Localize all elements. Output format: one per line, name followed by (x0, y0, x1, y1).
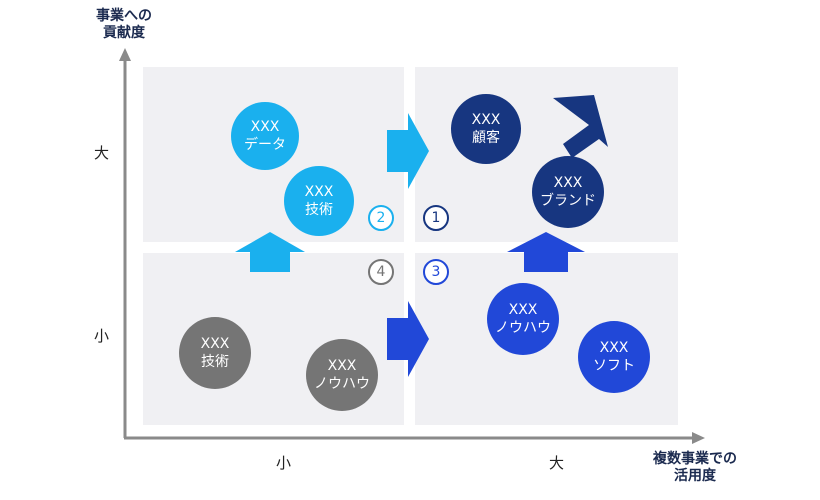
arrow-up-right-icon (507, 232, 585, 272)
circle-label-top: XXX (304, 184, 334, 200)
circle-label-top: XXX (250, 119, 280, 135)
xxx-tech-gray-circle: XXX 技術 (179, 317, 251, 389)
circle-label-bottom: ソフト (593, 358, 635, 374)
x-axis-arrowhead (692, 432, 705, 444)
arrow-right-bottom-icon (387, 301, 429, 377)
circle-label-top: XXX (471, 112, 501, 128)
circle-label-bottom: ノウハウ (495, 320, 551, 336)
arrow-up-left-icon (235, 232, 305, 272)
x-tick-high: 大 (549, 454, 565, 472)
x-tick-low: 小 (276, 454, 292, 472)
number-4-badge: 4 (368, 259, 394, 285)
circle-label-bottom: 技術 (305, 202, 333, 218)
arrow-diagonal-icon (553, 95, 608, 158)
arrow-right-top-icon (387, 113, 429, 189)
y-axis-title: 事業への 貢献度 (96, 8, 152, 41)
circle-label-bottom: 技術 (201, 354, 229, 370)
circle-label-top: XXX (553, 175, 583, 191)
xxx-knowhow-blue-circle: XXX ノウハウ (487, 283, 559, 355)
number-3-badge: 3 (423, 259, 449, 285)
xxx-customer-circle: XXX 顧客 (451, 94, 521, 164)
xxx-knowhow-gray-circle: XXX ノウハウ (306, 339, 378, 411)
circle-label-top: XXX (508, 302, 538, 318)
xxx-soft-circle: XXX ソフト (578, 321, 650, 393)
circle-label-top: XXX (200, 336, 230, 352)
x-axis-title: 複数事業での 活用度 (653, 451, 737, 484)
circle-label-top: XXX (599, 340, 629, 356)
circle-label-bottom: ブランド (540, 193, 596, 209)
xxx-data-circle: XXX データ (231, 102, 299, 170)
circle-label-top: XXX (327, 358, 357, 374)
number-1-badge: 1 (423, 205, 449, 231)
circle-label-bottom: データ (244, 137, 286, 153)
circle-label-bottom: ノウハウ (314, 376, 370, 392)
circle-label-bottom: 顧客 (472, 130, 500, 146)
xxx-tech-circle: XXX 技術 (284, 166, 354, 236)
xxx-brand-circle: XXX ブランド (532, 156, 604, 228)
y-tick-low: 小 (94, 327, 110, 345)
y-tick-high: 大 (94, 144, 110, 162)
y-axis-arrowhead (119, 48, 131, 61)
number-2-badge: 2 (368, 205, 394, 231)
